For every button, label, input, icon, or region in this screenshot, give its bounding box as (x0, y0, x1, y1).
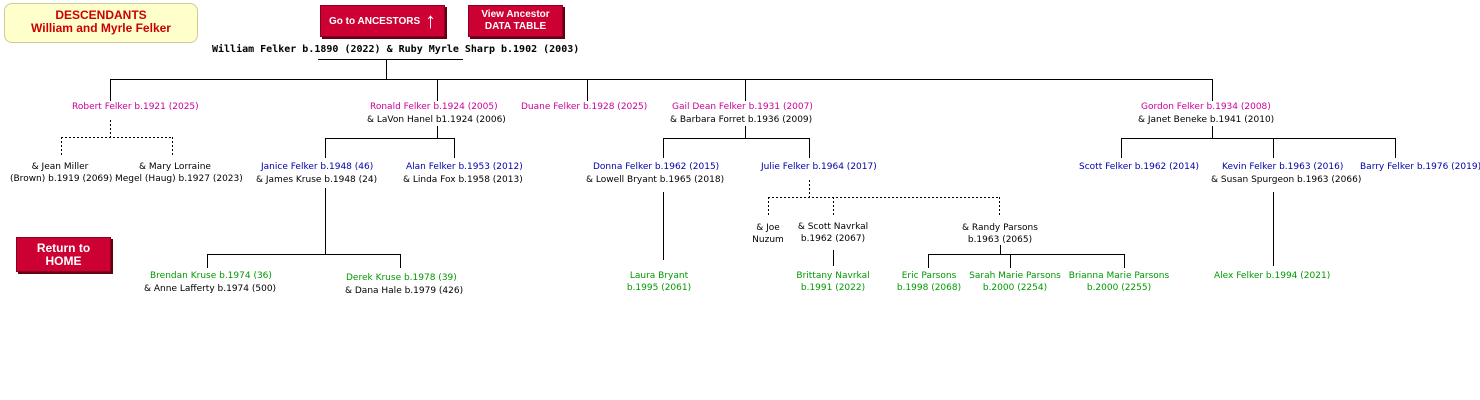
page-subtitle: William and Myrle Felker (31, 21, 171, 35)
spouse-lavon: & LaVon Hanel b1.1924 (2006) (367, 115, 506, 125)
person-alan: Alan Felker b.1953 (2012) (406, 162, 523, 172)
person-brittany-line2: b.1991 (2022) (800, 283, 866, 293)
person-laura-line1: Laura Bryant (629, 271, 689, 281)
person-barry: Barry Felker b.1976 (2019) (1360, 162, 1480, 172)
person-sarah-line2: b.2000 (2254) (982, 283, 1048, 293)
spouse-joe-line1: & Joe (756, 223, 780, 233)
person-sarah-line1: Sarah Marie Parsons (969, 271, 1061, 281)
person-donna: Donna Felker b.1962 (2015) (593, 162, 720, 172)
spouse-lowell-bryant: & Lowell Bryant b.1965 (2018) (586, 175, 725, 185)
home-label: HOME (45, 254, 82, 268)
person-duane: Duane Felker b.1928 (2025) (521, 102, 648, 112)
return-home-button[interactable]: Return to HOME (16, 237, 111, 272)
spouse-joe-nuzum: & Joe Nuzum (748, 222, 788, 246)
person-eric: Eric Parsons b.1998 (2068) (893, 270, 965, 294)
spouse-randy-line2: b.1963 (2065) (967, 235, 1033, 245)
person-janice: Janice Felker b.1948 (46) (261, 162, 374, 172)
person-alex: Alex Felker b.1994 (2021) (1214, 271, 1331, 281)
person-brianna-line2: b.2000 (2255) (1086, 283, 1152, 293)
spouse-mary-line2: Megel (Haug) b.1927 (2023) (115, 174, 243, 184)
person-brianna: Brianna Marie Parsons b.2000 (2255) (1064, 270, 1174, 294)
spouse-jean-line2: (Brown) b.1919 (2069) (10, 174, 113, 184)
spouse-linda-fox: & Linda Fox b.1958 (2013) (403, 175, 523, 185)
person-scott-felker: Scott Felker b.1962 (2014) (1079, 162, 1200, 172)
arrow-up-icon: ↑ (425, 8, 436, 33)
spouse-scott-navrkal-line1: & Scott Navrkal (797, 222, 869, 232)
person-derek: Derek Kruse b.1978 (39) (346, 273, 457, 283)
spouse-susan-spurgeon: & Susan Spurgeon b.1963 (2066) (1211, 175, 1362, 185)
spouse-scott-navrkal-line2: b.1962 (2067) (800, 234, 866, 244)
person-brittany: Brittany Navrkal b.1991 (2022) (778, 270, 888, 294)
person-brittany-line1: Brittany Navrkal (796, 271, 870, 281)
spouse-randy-line1: & Randy Parsons (962, 223, 1038, 233)
person-kevin: Kevin Felker b.1963 (2016) (1222, 162, 1344, 172)
person-laura: Laura Bryant b.1995 (2061) (614, 270, 704, 294)
go-to-ancestors-label: Go to ANCESTORS (329, 16, 421, 27)
spouse-dana-hale: & Dana Hale b.1979 (426) (345, 286, 464, 296)
person-robert: Robert Felker b.1921 (2025) (72, 102, 199, 112)
page-title: DESCENDANTS (55, 8, 147, 22)
person-brianna-line1: Brianna Marie Parsons (1068, 271, 1170, 281)
person-brendan: Brendan Kruse b.1974 (36) (150, 271, 272, 281)
view-ancestor-label: View Ancestor (481, 9, 550, 20)
view-ancestor-data-table-button[interactable]: View Ancestor DATA TABLE (468, 5, 563, 37)
spouse-mary-lorraine: & Mary Lorraine Megel (Haug) b.1927 (202… (115, 161, 243, 185)
spouse-james-kruse: & James Kruse b.1948 (24) (256, 175, 378, 185)
spouse-randy-parsons: & Randy Parsons b.1963 (2065) (950, 222, 1050, 246)
person-sarah: Sarah Marie Parsons b.2000 (2254) (965, 270, 1065, 294)
person-ronald: Ronald Felker b.1924 (2005) (370, 102, 498, 112)
person-eric-line1: Eric Parsons (901, 271, 957, 281)
spouse-mary-line1: & Mary Lorraine (139, 162, 211, 172)
spouse-janet: & Janet Beneke b.1941 (2010) (1138, 115, 1275, 125)
person-laura-line2: b.1995 (2061) (626, 283, 692, 293)
spouse-jean-line1: & Jean Miller (31, 162, 89, 172)
data-table-label: DATA TABLE (484, 21, 547, 32)
page-title-box: DESCENDANTS William and Myrle Felker (4, 3, 198, 43)
root-couple: William Felker b.1890 (2022) & Ruby Myrl… (212, 44, 580, 55)
spouse-barbara: & Barbara Forret b.1936 (2009) (670, 115, 813, 125)
person-julie: Julie Felker b.1964 (2017) (761, 162, 877, 172)
go-to-ancestors-button[interactable]: Go to ANCESTORS ↑ (320, 5, 445, 37)
spouse-scott-navrkal: & Scott Navrkal b.1962 (2067) (790, 221, 876, 245)
person-gail: Gail Dean Felker b.1931 (2007) (672, 102, 813, 112)
spouse-jean-miller: & Jean Miller (Brown) b.1919 (2069) (10, 161, 113, 185)
return-to-label: Return to (36, 241, 91, 255)
spouse-joe-line2: Nuzum (752, 235, 784, 245)
person-eric-line2: b.1998 (2068) (896, 283, 962, 293)
spouse-anne-lafferty: & Anne Lafferty b.1974 (500) (144, 284, 277, 294)
person-gordon: Gordon Felker b.1934 (2008) (1141, 102, 1271, 112)
